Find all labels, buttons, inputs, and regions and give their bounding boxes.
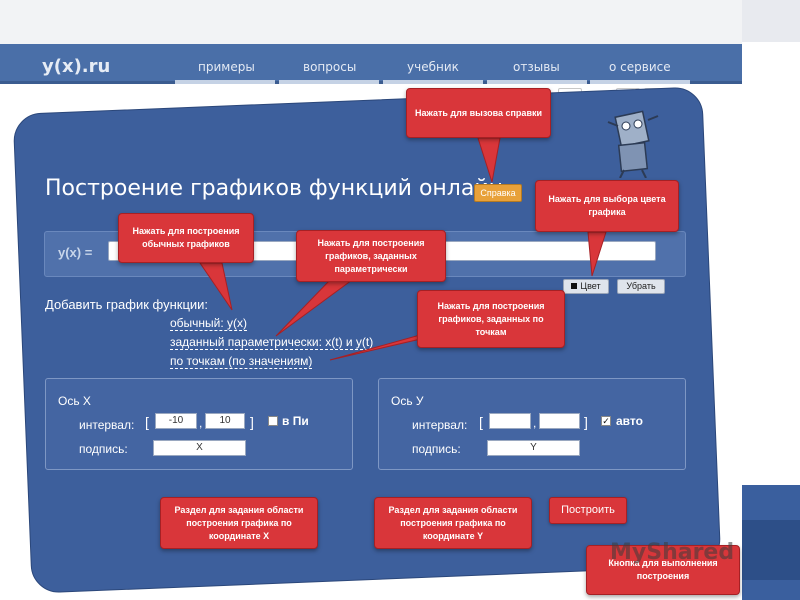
axis-x-pi-label: в Пи	[282, 414, 309, 428]
axis-y-interval-label: интервал:	[412, 418, 468, 432]
comma: ,	[199, 416, 203, 430]
add-normal-link[interactable]: обычный: y(x)	[170, 316, 248, 331]
add-points-link[interactable]: по точкам (по значениям)	[170, 354, 313, 369]
axis-x-title: Ось X	[58, 394, 91, 408]
nav-item-about[interactable]: о сервисе	[609, 60, 671, 74]
callout-axis-x: Раздел для задания области построения гр…	[160, 497, 318, 549]
axis-y-to-input[interactable]	[539, 413, 580, 429]
axis-x-caption-label: подпись:	[79, 442, 128, 456]
watermark: MyShared	[610, 540, 735, 565]
callout-normal: Нажать для построения обычных графиков	[118, 213, 254, 263]
clear-button[interactable]: Убрать	[617, 279, 665, 294]
axis-x-pi-checkbox[interactable]	[268, 416, 278, 426]
nav-underline	[487, 80, 587, 84]
nav-underline	[590, 80, 690, 84]
axis-y-auto-checkbox[interactable]: ✓	[601, 416, 611, 426]
nav-item-reviews[interactable]: отзывы	[513, 60, 560, 74]
axis-y-title: Ось У	[391, 394, 424, 408]
callout-points: Нажать для построения графиков, заданных…	[417, 290, 565, 348]
axis-y-caption-input[interactable]: Y	[487, 440, 580, 456]
add-parametric-link[interactable]: заданный параметрически: x(t) и y(t)	[170, 335, 374, 350]
slide-side-strip	[742, 0, 800, 600]
callout-help: Нажать для вызова справки	[406, 88, 551, 138]
mascot-robot-icon	[607, 110, 659, 178]
nav-item-examples[interactable]: примеры	[198, 60, 255, 74]
nav-underline	[383, 80, 483, 84]
color-button-label: Цвет	[580, 281, 601, 291]
color-button[interactable]: Цвет	[563, 279, 609, 294]
callout-parametric: Нажать для построения графиков, заданных…	[296, 230, 446, 282]
site-top-bar	[0, 0, 742, 44]
nav-underline	[279, 80, 379, 84]
comma: ,	[533, 416, 537, 430]
nav-underline	[175, 80, 275, 84]
bracket-open: [	[145, 414, 149, 430]
callout-build: Кнопка для выполнения построения	[586, 545, 740, 595]
axis-x-interval-label: интервал:	[79, 418, 135, 432]
nav-item-questions[interactable]: вопросы	[303, 60, 357, 74]
site-logo[interactable]: y(x).ru	[42, 56, 111, 77]
axis-y-auto-label: авто	[616, 414, 643, 428]
axis-y-caption-label: подпись:	[412, 442, 461, 456]
axis-y-from-input[interactable]	[489, 413, 531, 429]
color-swatch-icon	[571, 283, 578, 289]
axis-x-caption-input[interactable]: X	[153, 440, 246, 456]
nav-item-tutorial[interactable]: учебник	[407, 60, 459, 74]
help-button[interactable]: Справка	[474, 184, 522, 202]
side-band-top	[742, 0, 800, 42]
axis-x-to-input[interactable]: 10	[205, 413, 245, 429]
build-button[interactable]: Построить	[549, 497, 627, 524]
function-input-label: y(x) =	[58, 245, 93, 260]
callout-color: Нажать для выбора цвета графика	[535, 180, 679, 232]
axis-x-from-input[interactable]: -10	[155, 413, 197, 429]
callout-axis-y: Раздел для задания области построения гр…	[374, 497, 532, 549]
bracket-open: [	[479, 414, 483, 430]
side-band-bottom-dark	[742, 520, 800, 580]
bracket-close: ]	[584, 414, 588, 430]
page-title: Построение графиков функций онлайн	[45, 176, 504, 201]
bracket-close: ]	[250, 414, 254, 430]
add-function-label: Добавить график функции:	[45, 297, 209, 312]
